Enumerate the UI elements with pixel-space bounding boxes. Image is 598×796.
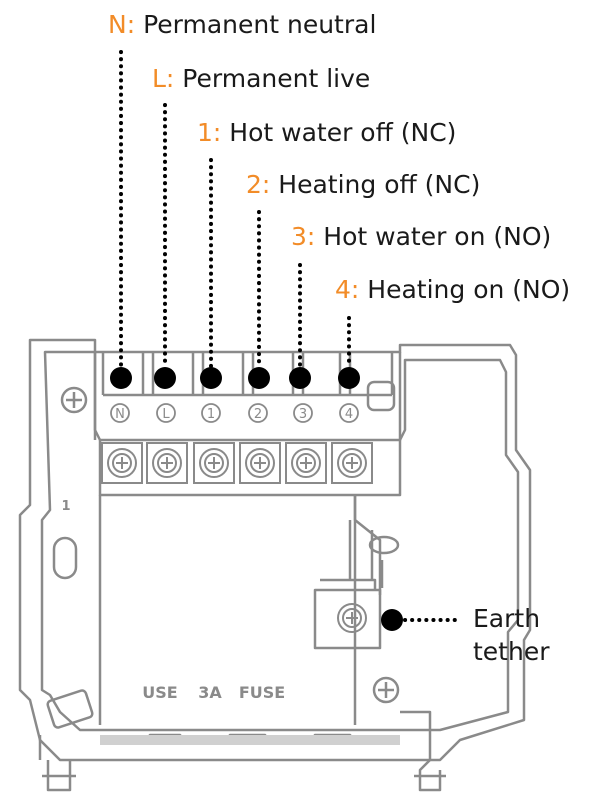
terminal-mark-2: 2 <box>254 407 262 422</box>
dot-4 <box>338 367 360 389</box>
backplate <box>18 338 532 792</box>
dot-n <box>110 367 132 389</box>
terminal-mark-n: N <box>115 407 125 422</box>
terminal-mark-l: L <box>162 407 170 422</box>
fuse-rating-mark: 3A <box>198 683 222 702</box>
screw-terminals <box>101 442 373 633</box>
label-4: 4: Heating on (NO) <box>335 275 570 304</box>
label-n-text: Permanent neutral <box>135 10 376 39</box>
earth-label-line1: Earth <box>473 604 540 633</box>
leader-lines <box>119 50 460 622</box>
dot-earth <box>381 609 403 631</box>
dot-3 <box>289 367 311 389</box>
screw-terminal-1 <box>193 442 235 484</box>
label-2-text: Heating off (NC) <box>270 170 480 199</box>
label-l-text: Permanent live <box>174 64 370 93</box>
label-4-key: 4: <box>335 275 359 304</box>
terminal-mark-1: 1 <box>207 407 215 422</box>
dot-2 <box>248 367 270 389</box>
callout-labels: N: Permanent neutral L: Permanent live 1… <box>108 10 570 666</box>
dot-1 <box>200 367 222 389</box>
screw-terminal-2 <box>239 442 281 484</box>
label-2-key: 2: <box>246 170 270 199</box>
terminal-mark-4: 4 <box>345 407 353 422</box>
terminal-dots <box>110 367 403 631</box>
earth-label-line2: tether <box>473 637 550 666</box>
label-2: 2: Heating off (NC) <box>246 170 480 199</box>
screw-terminal-earth <box>337 603 367 633</box>
label-4-text: Heating on (NO) <box>359 275 570 304</box>
screw-terminal-3 <box>285 442 327 484</box>
label-n-key: N: <box>108 10 135 39</box>
bottom-rail-shade <box>100 735 400 745</box>
side-mark: 1 <box>61 499 70 514</box>
terminal-marks: N L 1 2 3 4 <box>110 403 359 423</box>
label-1-text: Hot water off (NC) <box>221 118 456 147</box>
label-3-text: Hot water on (NO) <box>315 222 551 251</box>
label-l: L: Permanent live <box>152 64 370 93</box>
label-l-key: L: <box>152 64 174 93</box>
label-1-key: 1: <box>197 118 221 147</box>
screw-terminal-n <box>101 442 143 484</box>
fuse-word-mark: FUSE <box>239 683 285 702</box>
screw-terminal-4 <box>331 442 373 484</box>
label-3: 3: Hot water on (NO) <box>291 222 551 251</box>
terminal-mark-3: 3 <box>299 407 307 422</box>
dot-l <box>154 367 176 389</box>
screw-terminal-l <box>146 442 188 484</box>
label-3-key: 3: <box>291 222 315 251</box>
label-1: 1: Hot water off (NC) <box>197 118 456 147</box>
label-n: N: Permanent neutral <box>108 10 376 39</box>
fuse-use-mark: USE <box>142 683 177 702</box>
